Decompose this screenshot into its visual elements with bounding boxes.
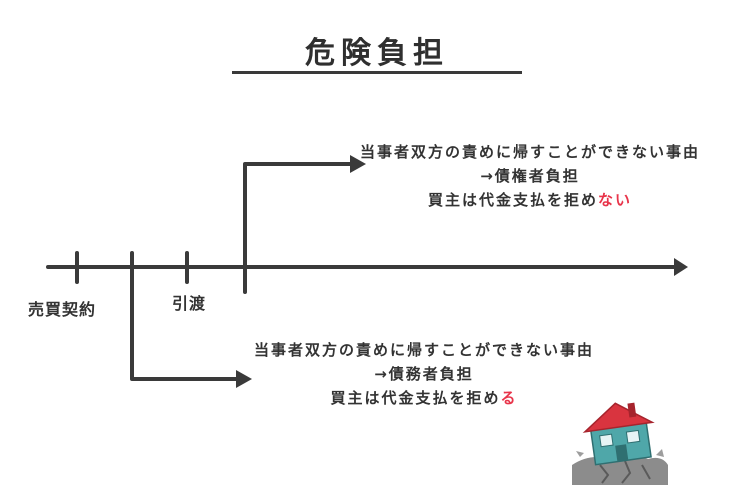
after-delivery-line1: 当事者双方の責めに帰すことができない事由 <box>360 143 701 161</box>
branch-before-delivery-arrowhead <box>236 370 252 388</box>
before-delivery-line2: →債務者負担 <box>374 365 474 383</box>
label-contract: 売買契約 <box>28 300 97 319</box>
after-delivery-line3: 買主は代金支払を拒めない <box>360 188 700 212</box>
before-delivery-line1: 当事者双方の責めに帰すことができない事由 <box>254 341 595 359</box>
before-delivery-line3-prefix: 買主は代金支払を拒め <box>330 389 501 407</box>
label-delivery: 引渡 <box>172 294 207 313</box>
after-delivery-line3-highlight: ない <box>598 191 633 209</box>
before-delivery-text: 当事者双方の責めに帰すことができない事由 →債務者負担 買主は代金支払を拒める <box>254 338 594 410</box>
collapsing-house-icon <box>572 402 668 485</box>
branch-after-delivery <box>243 162 354 294</box>
branch-after-delivery-arrowhead <box>350 155 366 173</box>
after-delivery-text: 当事者双方の責めに帰すことができない事由 →債権者負担 買主は代金支払を拒めない <box>360 140 700 212</box>
before-delivery-line3: 買主は代金支払を拒める <box>254 386 594 410</box>
timeline-arrowhead <box>674 258 688 276</box>
branch-before-delivery <box>130 251 240 381</box>
after-delivery-line2: →債権者負担 <box>480 167 580 185</box>
page-title: 危険負担 <box>305 36 449 71</box>
after-delivery-line3-prefix: 買主は代金支払を拒め <box>427 191 598 209</box>
title-underline <box>232 71 522 74</box>
before-delivery-line3-highlight: る <box>500 389 518 407</box>
